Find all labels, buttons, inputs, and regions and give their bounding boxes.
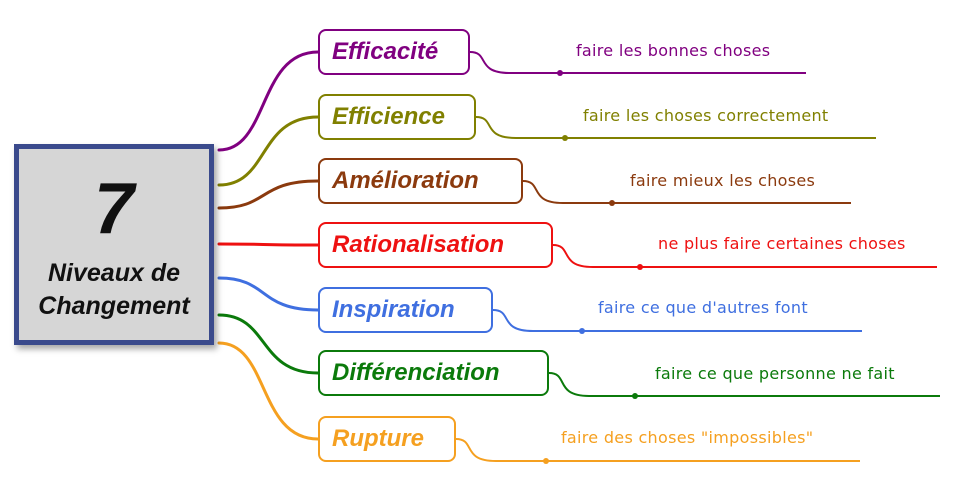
connector-central-to-node-2 <box>217 179 320 210</box>
central-line-2: Changement <box>38 292 190 320</box>
junction-dot-4 <box>579 328 585 334</box>
branch-node-amelioration: Amélioration <box>318 158 523 204</box>
junction-dot-6 <box>543 458 549 464</box>
connector-central-to-node-4 <box>217 276 320 312</box>
connector-node-to-description-3 <box>552 244 937 268</box>
connector-central-to-node-6 <box>217 341 320 441</box>
connector-node-to-description-1 <box>475 116 876 139</box>
connector-node-to-description-6 <box>455 438 860 462</box>
branch-description-differenciation: faire ce que personne ne fait <box>655 364 895 383</box>
branch-node-efficacite: Efficacité <box>318 29 470 75</box>
junction-dot-5 <box>632 393 638 399</box>
branch-node-differenciation: Différenciation <box>318 350 549 396</box>
junction-dot-0 <box>557 70 563 76</box>
connector-central-to-node-3 <box>217 242 320 247</box>
central-line-1: Niveaux de <box>47 259 180 287</box>
branch-node-rupture: Rupture <box>318 416 456 462</box>
connector-node-to-description-5 <box>548 372 940 397</box>
branch-description-efficience: faire les choses correctement <box>583 106 829 125</box>
central-topic: 7 Niveaux de Changement <box>14 144 214 345</box>
branch-node-efficience: Efficience <box>318 94 476 140</box>
connector-node-to-description-0 <box>469 51 806 74</box>
connector-central-to-node-1 <box>217 115 320 187</box>
branch-node-inspiration: Inspiration <box>318 287 493 333</box>
central-subtitle: Niveaux de Changement <box>38 257 189 323</box>
connector-central-to-node-0 <box>217 50 320 152</box>
branch-description-amelioration: faire mieux les choses <box>630 171 816 190</box>
connector-node-to-description-4 <box>492 309 862 332</box>
branch-node-rationalisation: Rationalisation <box>318 222 553 268</box>
connector-node-to-description-2 <box>522 180 851 204</box>
central-number: 7 <box>93 169 135 249</box>
connector-central-to-node-5 <box>217 313 320 375</box>
branch-description-rupture: faire des choses "impossibles" <box>561 428 814 447</box>
branch-description-efficacite: faire les bonnes choses <box>576 41 771 60</box>
branch-description-rationalisation: ne plus faire certaines choses <box>658 234 906 253</box>
junction-dot-3 <box>637 264 643 270</box>
junction-dot-1 <box>562 135 568 141</box>
branch-description-inspiration: faire ce que d'autres font <box>598 298 808 317</box>
junction-dot-2 <box>609 200 615 206</box>
